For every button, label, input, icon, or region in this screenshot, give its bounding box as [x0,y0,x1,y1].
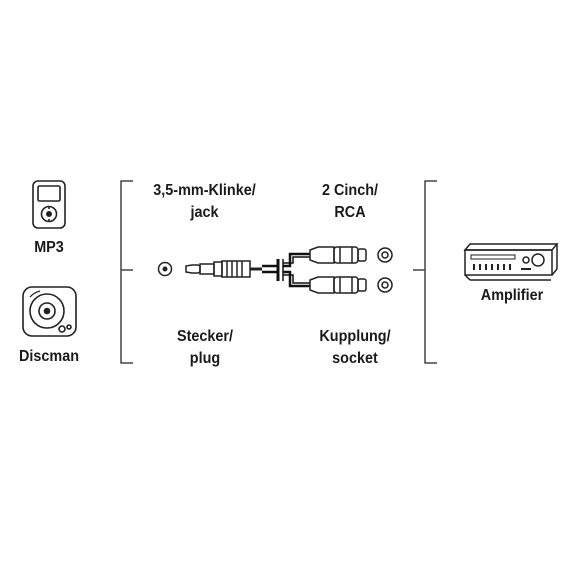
rca-type-label-line1: 2 Cinch/ [321,182,378,199]
mp3-label: MP3 [34,239,64,256]
amplifier-icon [463,243,559,281]
rca-socket-top-icon [309,246,367,264]
plug-label-line2: plug [189,350,221,367]
rca-end-bottom-icon [377,277,393,293]
socket-label-line1: Kupplung/ [319,328,391,345]
jack-type-label-line2: jack [190,204,219,221]
left-bracket [120,180,133,364]
rca-type-label-line2: RCA [334,204,366,221]
mp3-player-icon [32,180,66,229]
right-bracket [424,180,437,364]
amplifier-label: Amplifier [480,287,544,304]
socket-label-line2: socket [332,350,378,367]
jack-plug-icon [185,260,262,278]
rca-end-top-icon [377,247,393,263]
rca-socket-bottom-icon [309,276,367,294]
discman-label: Discman [18,348,80,365]
cable-splitter [262,252,310,288]
jack-type-label-line1: 3,5-mm-Klinke/ [153,182,256,199]
jack-socket-icon [157,261,173,277]
discman-icon [22,286,77,337]
plug-label-line1: Stecker/ [176,328,234,345]
